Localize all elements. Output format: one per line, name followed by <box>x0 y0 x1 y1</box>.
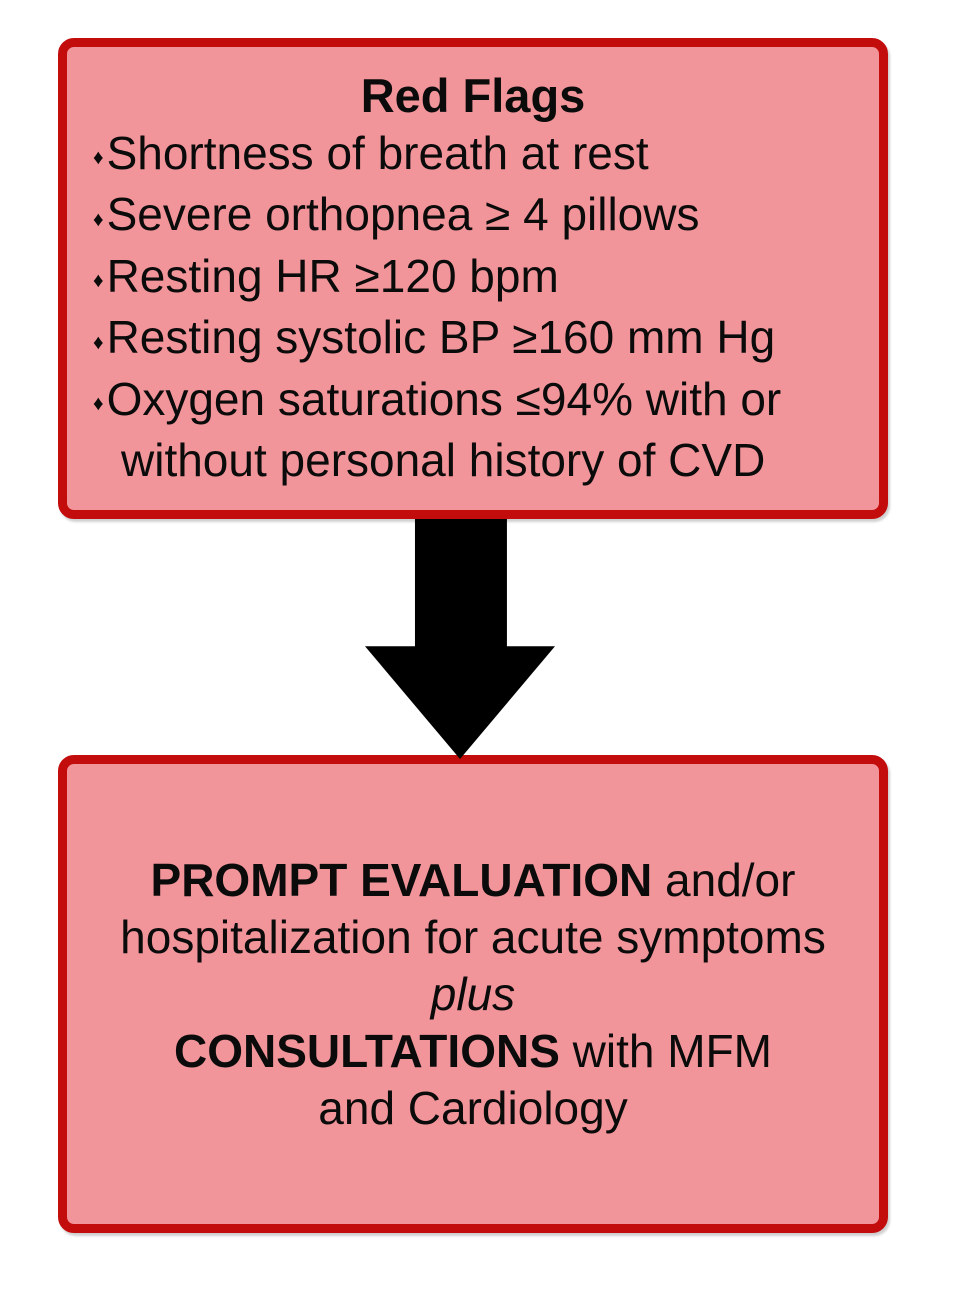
red-flag-item: ♦Shortness of breath at rest <box>93 125 853 186</box>
red-flag-item-text: Severe orthopnea ≥ 4 pillows <box>106 188 700 241</box>
diamond-bullet-icon: ♦ <box>93 392 104 416</box>
red-flags-box: Red Flags ♦Shortness of breath at rest ♦… <box>58 38 888 519</box>
action-box: PROMPT EVALUATION and/or hospitalization… <box>58 755 888 1233</box>
diamond-bullet-icon: ♦ <box>93 207 104 231</box>
red-flag-item-text: Resting HR ≥120 bpm <box>106 249 559 302</box>
action-line-4: CONSULTATIONS with MFM <box>85 1023 861 1080</box>
plus-text: plus <box>430 967 516 1020</box>
action-line-1: PROMPT EVALUATION and/or <box>85 852 861 909</box>
red-flag-item: ♦Resting HR ≥120 bpm <box>93 248 853 309</box>
prompt-evaluation-text: PROMPT EVALUATION <box>150 853 653 906</box>
red-flag-item: ♦Resting systolic BP ≥160 mm Hg <box>93 309 853 370</box>
action-line-2: hospitalization for acute symptoms <box>120 910 826 963</box>
diamond-bullet-icon: ♦ <box>93 146 104 170</box>
consultations-text: CONSULTATIONS <box>174 1024 560 1077</box>
red-flags-title: Red Flags <box>360 69 586 122</box>
down-arrow-icon <box>365 519 555 759</box>
red-flag-item-text: Resting systolic BP ≥160 mm Hg <box>106 311 776 364</box>
red-flag-item: ♦Severe orthopnea ≥ 4 pillows <box>93 186 853 247</box>
with-mfm-text: with MFM <box>559 1024 772 1077</box>
action-text: PROMPT EVALUATION and/or hospitalization… <box>85 852 861 1137</box>
red-flag-item-text: Shortness of breath at rest <box>106 127 649 179</box>
diamond-bullet-icon: ♦ <box>93 330 104 354</box>
diamond-bullet-icon: ♦ <box>93 269 104 293</box>
red-flag-item: ♦Oxygen saturations ≤94% with or without… <box>93 371 853 489</box>
red-flags-list: ♦Shortness of breath at rest ♦Severe ort… <box>93 125 853 489</box>
and-or-text: and/or <box>652 853 796 906</box>
red-flag-item-text: Oxygen saturations ≤94% with or without … <box>106 372 782 487</box>
action-line-5: and Cardiology <box>318 1081 628 1134</box>
